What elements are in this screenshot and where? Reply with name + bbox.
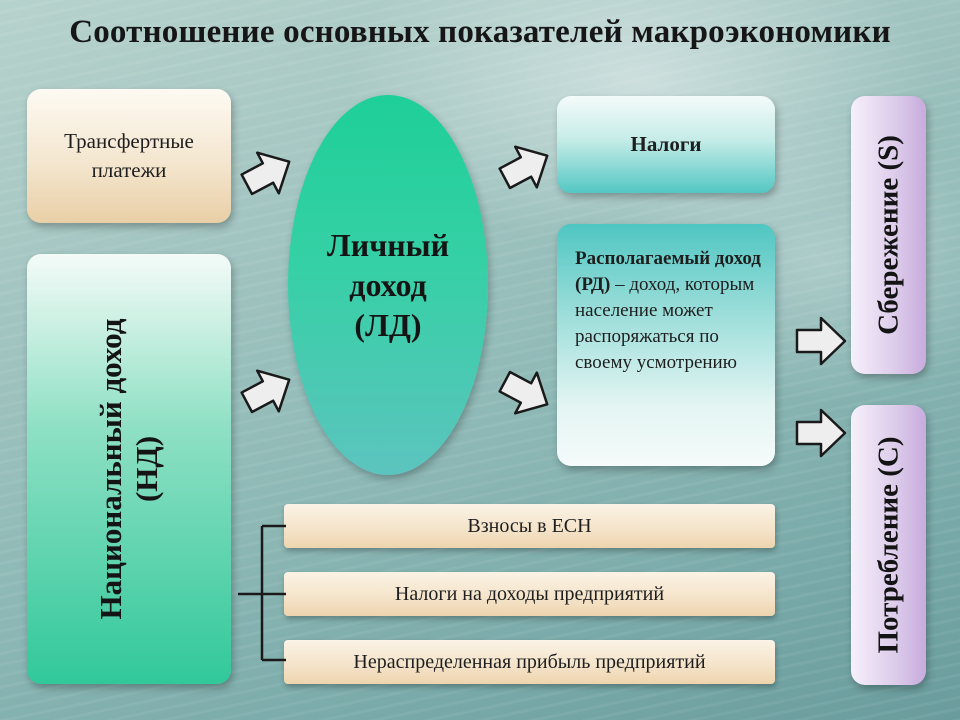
consumption-box: Потребление (С) (851, 405, 926, 685)
disposable-income-term: Располагаемый доход (РД) (575, 248, 761, 295)
disposable-income-box: Располагаемый доход (РД) – доход, которы… (557, 224, 775, 466)
arrow-right-icon (491, 133, 560, 202)
transfer-payments-box: Трансфертные платежи (27, 89, 231, 223)
slide-title: Соотношение основных показателей макроэк… (69, 14, 891, 50)
disposable-income-definition: – доход, которым население может распоря… (575, 274, 755, 373)
national-income-line-1: Национальный доход (93, 318, 128, 620)
arrow-right-icon (795, 316, 847, 366)
national-income-box: Национальный доход (НД) (27, 254, 231, 684)
personal-income-line-1: Личный (326, 227, 450, 263)
personal-income-line-3: (ЛД) (354, 307, 422, 343)
national-income-label: Национальный доход (НД) (93, 319, 165, 620)
arrow-right-icon (795, 408, 847, 458)
arrow-right-icon (491, 359, 560, 428)
deduction-label-2: Налоги на доходы предприятий (394, 582, 665, 605)
transfer-line-2: платежи (91, 158, 167, 182)
transfer-line-1: Трансфертные (64, 129, 194, 153)
national-income-line-2: (НД) (129, 435, 164, 503)
deduction-label-1: Взносы в ЕСН (467, 514, 592, 537)
personal-income-line-2: доход (349, 267, 427, 303)
taxes-box: Налоги (557, 96, 775, 193)
taxes-label: Налоги (630, 132, 702, 156)
deduction-strip-retained-profit: Нераспределенная прибыль предприятий (284, 640, 775, 684)
deduction-strip-corporate-tax: Налоги на доходы предприятий (284, 572, 775, 616)
personal-income-ellipse: Личный доход (ЛД) (288, 95, 488, 475)
savings-box: Сбережение (S) (851, 96, 926, 374)
deduction-strip-esn: Взносы в ЕСН (284, 504, 775, 548)
bracket-connector (236, 520, 286, 666)
disposable-income-text: Располагаемый доход (РД) – доход, которы… (575, 246, 765, 376)
savings-label: Сбережение (S) (872, 135, 904, 335)
arrow-right-icon (233, 357, 302, 426)
arrow-right-icon (233, 139, 302, 208)
consumption-label: Потребление (С) (872, 436, 904, 654)
deduction-label-3: Нераспределенная прибыль предприятий (353, 650, 706, 673)
